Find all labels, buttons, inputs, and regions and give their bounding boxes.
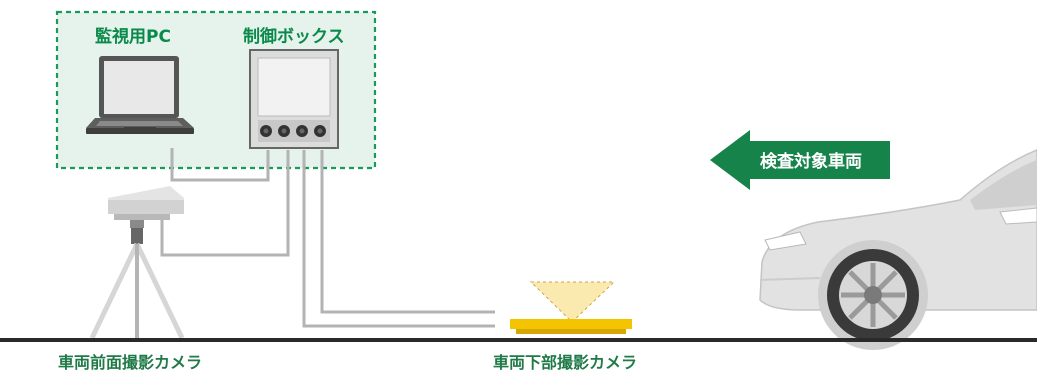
car-icon xyxy=(759,149,1037,350)
front-camera-icon xyxy=(108,186,184,228)
cable-under-camera-b xyxy=(320,150,495,314)
laptop-icon xyxy=(86,56,194,134)
front-camera-label: 車両前面撮影カメラ xyxy=(58,353,202,372)
under-camera-icon xyxy=(510,281,632,334)
monitor-pc-label: 監視用PC xyxy=(95,26,171,47)
cable-front-camera xyxy=(160,150,290,257)
under-camera-label: 車両下部撮影カメラ xyxy=(493,353,637,372)
cable-under-camera-a xyxy=(302,150,495,328)
control-box-icon xyxy=(249,49,339,149)
target-vehicle-label: 検査対象車両 xyxy=(760,151,862,172)
cable-pc-to-box xyxy=(170,148,270,182)
control-box-label: 制御ボックス xyxy=(243,26,345,47)
cables xyxy=(160,148,495,328)
arrow-left-icon xyxy=(710,130,890,190)
ground-line xyxy=(0,338,1037,342)
light-cone xyxy=(529,281,616,323)
tripod-icon xyxy=(89,228,185,340)
